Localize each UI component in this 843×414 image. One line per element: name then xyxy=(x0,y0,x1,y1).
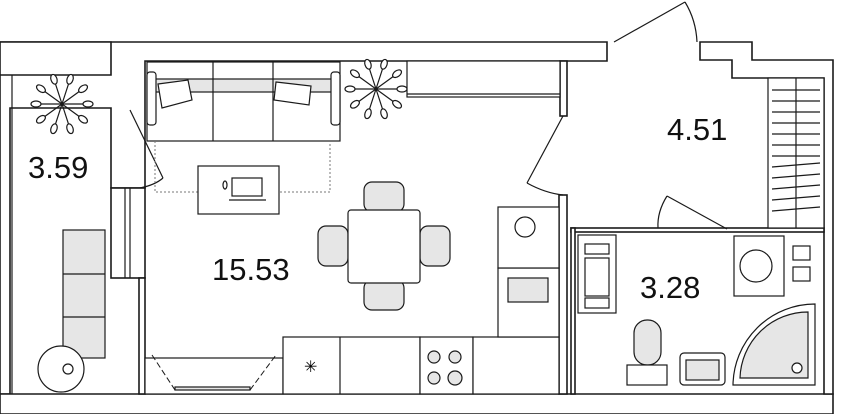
plant-icon xyxy=(30,73,94,135)
room-area-balcony: 3.59 xyxy=(28,150,88,185)
wardrobe-top xyxy=(406,60,561,98)
room-area-living-room: 15.53 xyxy=(212,252,290,287)
plant-icon xyxy=(344,58,408,120)
tv-stand xyxy=(144,354,284,395)
balcony-furniture xyxy=(37,229,106,393)
room-area-bathroom: 3.28 xyxy=(640,270,700,305)
room-area-hallway: 4.51 xyxy=(667,112,727,147)
doors xyxy=(129,1,728,230)
sofa xyxy=(146,61,341,193)
coffee-table xyxy=(197,165,280,215)
wardrobe-hallway xyxy=(767,77,825,229)
dining-table xyxy=(317,181,451,311)
kitchen: ✳ xyxy=(282,206,560,395)
bathroom-fixtures xyxy=(577,234,816,386)
svg-text:✳: ✳ xyxy=(304,357,317,376)
